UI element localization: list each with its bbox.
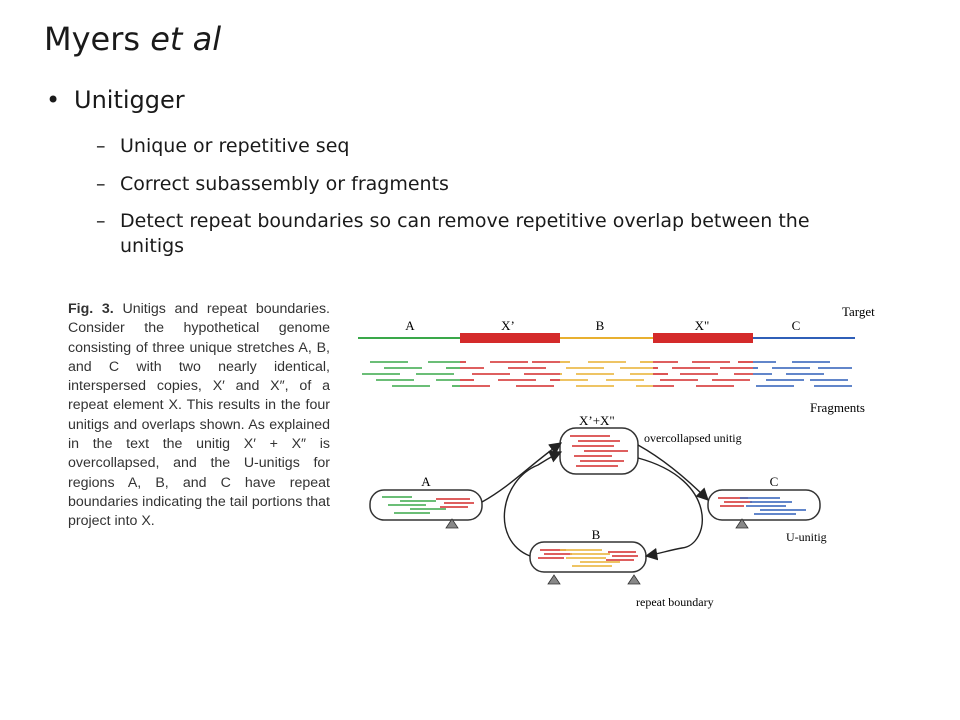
target-genome: A X’ B X" C Target: [358, 304, 875, 343]
unitig-c-reads: [718, 497, 806, 515]
unitig-A: A: [369, 474, 483, 529]
unitig-B: B repeat boundary: [529, 527, 714, 609]
label-C: C: [792, 318, 801, 333]
unitig-figure: A X’ B X" C Target Fragments X’+X" overc…: [358, 304, 875, 609]
sub-bullet-1: –Unique or repetitive seq: [96, 134, 840, 159]
caption-text: Unitigs and repeat boundaries. Consider …: [68, 301, 330, 530]
bullet-unitigger: • Unitigger: [46, 86, 185, 114]
label-Xpp: X": [695, 318, 710, 333]
label-overcollapsed: overcollapsed unitig: [644, 431, 742, 445]
label-A: A: [405, 318, 415, 333]
unitig-C: C U-unitig: [707, 474, 827, 544]
arrow-b-to-x: [503, 450, 563, 557]
label-fragments: Fragments: [810, 400, 865, 415]
label-overcollapsed-title: X’+X": [579, 413, 615, 428]
sub-dash: –: [96, 135, 106, 157]
fragment-reads: [362, 361, 852, 387]
repeat-boundary-marker-a: [445, 518, 459, 529]
sub-bullet-2: –Correct subassembly or fragments: [96, 172, 840, 197]
sub-dash: –: [96, 173, 106, 195]
sub-bullet-text: Unique or repetitive seq: [120, 135, 350, 157]
figure-caption: Fig. 3. Unitigs and repeat boundaries. C…: [68, 300, 330, 532]
sub-bullet-text: Detect repeat boundaries so can remove r…: [120, 210, 810, 257]
sub-dash: –: [96, 210, 106, 232]
title-main: Myers: [44, 20, 151, 58]
title-italic: et al: [150, 20, 222, 58]
label-B: B: [596, 318, 605, 333]
slide-title: Myers et al: [44, 20, 221, 58]
sub-bullet-3: –Detect repeat boundaries so can remove …: [96, 209, 840, 259]
label-repeat-boundary: repeat boundary: [636, 595, 714, 609]
bullet-glyph: •: [46, 86, 61, 114]
label-u-unitig: U-unitig: [786, 530, 827, 544]
label-Xp: X’: [501, 318, 515, 333]
label-target: Target: [842, 304, 875, 319]
sub-bullet-text: Correct subassembly or fragments: [120, 173, 449, 195]
unitig-x-reads: [570, 435, 628, 467]
unitig-overcollapsed: X’+X" overcollapsed unitig: [559, 413, 742, 475]
repeat-boundary-marker-b2: [627, 574, 641, 585]
bullet-text: Unitigger: [74, 86, 185, 114]
caption-label: Fig. 3.: [68, 301, 114, 317]
unitig-box-c: [707, 489, 821, 521]
repeat-boundary-marker-c: [735, 518, 749, 529]
label-unitig-C: C: [770, 474, 779, 489]
unitig-box-b: [529, 541, 647, 573]
repeat-boundary-marker-b1: [547, 574, 561, 585]
arrow-x-to-b: [637, 457, 703, 561]
label-unitig-B: B: [592, 527, 601, 542]
arrow-a-to-x: [481, 442, 563, 503]
unitig-b-reads: [538, 549, 638, 567]
segment-Xp-bar: [460, 333, 560, 343]
overlap-arrows: [481, 442, 709, 561]
segment-Xpp-bar: [653, 333, 753, 343]
unitig-a-reads: [382, 496, 474, 514]
label-unitig-A: A: [421, 474, 431, 489]
arrow-x-to-c: [637, 444, 709, 501]
